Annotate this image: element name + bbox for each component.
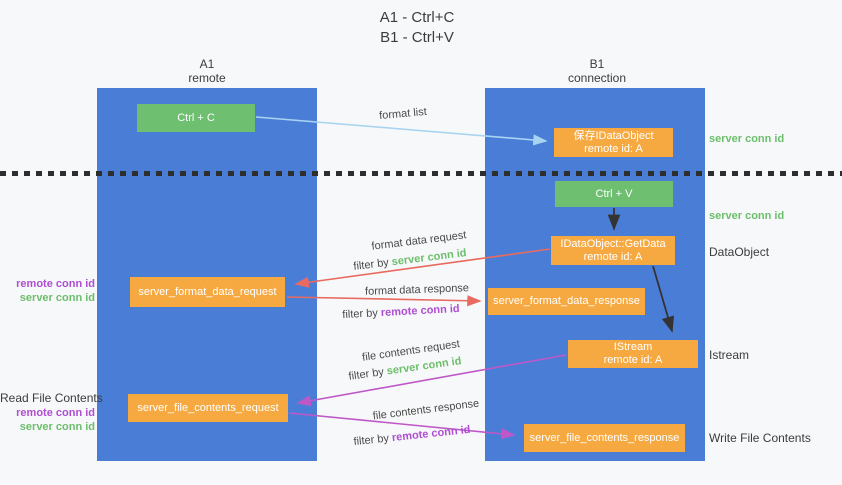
lane-a-subtitle: remote bbox=[188, 71, 226, 85]
box-file-response-label: server_file_contents_response bbox=[529, 431, 680, 444]
label-server-conn-id-left-bottom: server conn id bbox=[19, 421, 95, 433]
label-remote-conn-id-left-bottom: remote conn id bbox=[16, 407, 95, 419]
box-save-dataobject-remote-id: remote id: A bbox=[584, 142, 643, 155]
box-format-request: server_format_data_request bbox=[130, 277, 285, 307]
box-istream-remote-id: remote id: A bbox=[603, 354, 663, 366]
box-file-request-label: server_file_contents_request bbox=[137, 401, 279, 414]
label-remote-conn-id-left-top: remote conn id bbox=[16, 278, 95, 290]
title-line-2: B1 - Ctrl+V bbox=[380, 29, 454, 46]
box-ctrl-c-label: Ctrl + C bbox=[177, 111, 215, 124]
box-ctrl-c: Ctrl + C bbox=[137, 104, 255, 132]
filter-by-text: filter by bbox=[342, 307, 379, 322]
box-ctrl-v: Ctrl + V bbox=[555, 181, 673, 207]
label-write-file-contents: Write File Contents bbox=[709, 431, 811, 445]
lane-a-name: A1 bbox=[199, 57, 215, 71]
box-ctrl-v-label: Ctrl + V bbox=[595, 187, 633, 200]
box-file-request: server_file_contents_request bbox=[128, 394, 288, 422]
box-format-response-label: server_format_data_response bbox=[493, 295, 640, 307]
lane-a-header: A1 remote bbox=[137, 57, 277, 85]
box-file-response: server_file_contents_response bbox=[524, 424, 685, 452]
lane-b-header: B1 connection bbox=[527, 57, 667, 85]
arrow-format-data-request bbox=[294, 248, 551, 288]
arrow-format-data-response bbox=[286, 295, 482, 307]
box-istream-title: IStream bbox=[613, 341, 653, 353]
diagram-title: A1 - Ctrl+C B1 - Ctrl+V bbox=[312, 8, 522, 48]
lane-b-subtitle: connection bbox=[567, 71, 627, 85]
title-line-1: A1 - Ctrl+C bbox=[379, 9, 455, 26]
arrow-file-contents-request bbox=[296, 354, 567, 407]
label-istream: Istream bbox=[709, 348, 750, 362]
label-server-conn-id-right-top: server conn id bbox=[709, 133, 785, 145]
separator-dotted-line bbox=[0, 171, 842, 176]
label-server-conn-id-left-top: server conn id bbox=[19, 292, 95, 304]
box-save-dataobject-title: 保存IDataObject bbox=[573, 129, 654, 142]
label-server-conn-id-right-mid: server conn id bbox=[709, 210, 785, 222]
arrow-getdata-to-istream bbox=[652, 265, 675, 333]
box-istream: IStream remote id: A bbox=[568, 340, 698, 368]
box-getdata-remote-id: remote id: A bbox=[583, 250, 643, 263]
box-getdata-title: IDataObject::GetData bbox=[560, 237, 666, 250]
box-save-dataobject: 保存IDataObject remote id: A bbox=[554, 128, 673, 157]
arrow-file-contents-response bbox=[288, 412, 516, 440]
label-read-file-contents: Read File Contents bbox=[0, 391, 103, 405]
label-dataobject: DataObject bbox=[709, 245, 770, 259]
lane-b-name: B1 bbox=[589, 57, 605, 71]
box-getdata: IDataObject::GetData remote id: A bbox=[551, 236, 675, 265]
arrow-format-list bbox=[255, 116, 548, 146]
box-format-response: server_format_data_response bbox=[488, 288, 645, 315]
box-format-request-label: server_format_data_request bbox=[138, 285, 277, 298]
